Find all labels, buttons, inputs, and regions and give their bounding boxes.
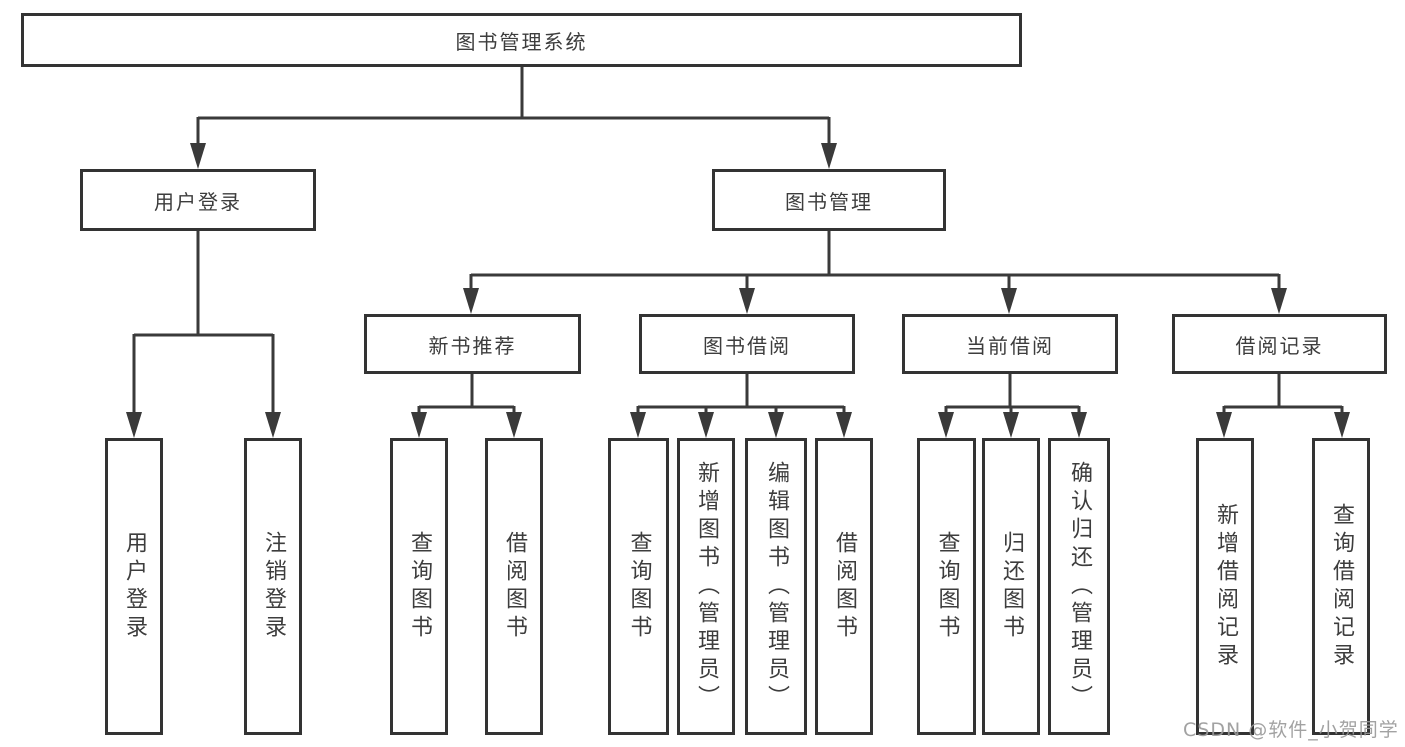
node-book-borrowing: 图书借阅 — [639, 314, 855, 374]
leaf-borrow-books-recommend: 借阅图书 — [485, 438, 543, 735]
node-new-book-recommendation: 新书推荐 — [364, 314, 581, 374]
node-borrowing-records: 借阅记录 — [1172, 314, 1387, 374]
leaf-confirm-return-admin: 确认归还（管理员） — [1048, 438, 1110, 735]
leaf-add-books-admin: 新增图书（管理员） — [677, 438, 735, 735]
connector-arrowheads — [126, 143, 1350, 438]
node-current-borrowing: 当前借阅 — [902, 314, 1118, 374]
leaf-query-books-borrowing: 查询图书 — [608, 438, 669, 735]
leaf-user-login: 用户登录 — [105, 438, 163, 735]
leaf-query-borrow-record: 查询借阅记录 — [1312, 438, 1370, 735]
connector-shafts — [132, 67, 1344, 414]
leaf-return-books: 归还图书 — [982, 438, 1040, 735]
leaf-borrow-books-borrowing: 借阅图书 — [815, 438, 873, 735]
leaf-add-borrow-record: 新增借阅记录 — [1196, 438, 1254, 735]
leaf-edit-books-admin: 编辑图书（管理员） — [745, 438, 807, 735]
leaf-query-books-current: 查询图书 — [917, 438, 976, 735]
node-user-login: 用户登录 — [80, 169, 316, 231]
node-library-system: 图书管理系统 — [21, 13, 1022, 67]
csdn-watermark: CSDN @软件_小贺同学 — [1183, 719, 1399, 741]
node-book-management: 图书管理 — [712, 169, 946, 231]
leaf-query-books-recommend: 查询图书 — [390, 438, 448, 735]
leaf-logout-login: 注销登录 — [244, 438, 302, 735]
